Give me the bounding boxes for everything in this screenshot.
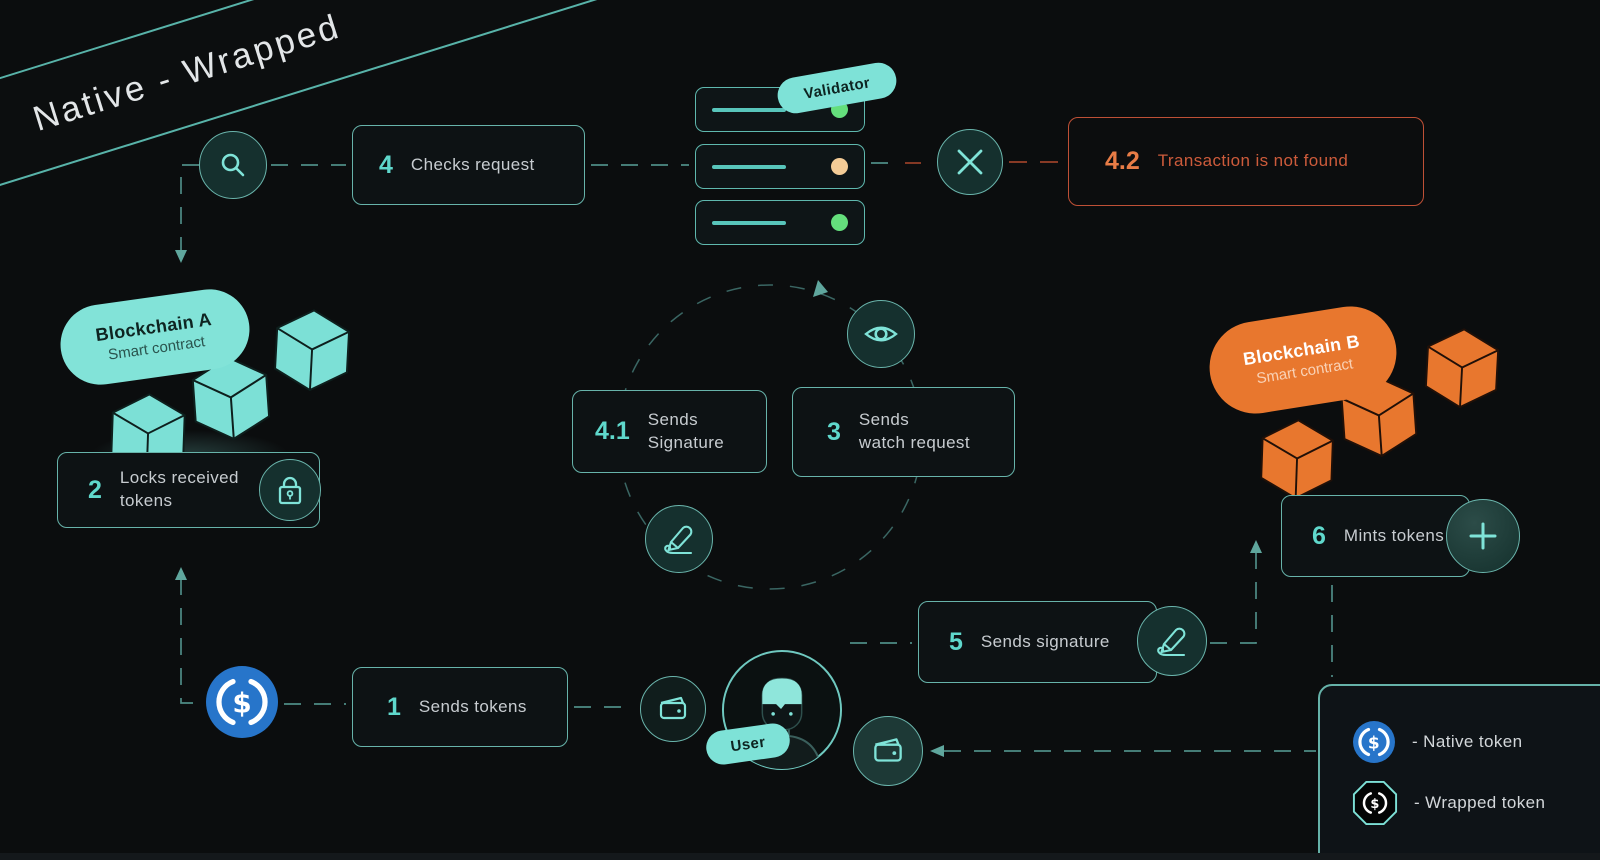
step-label: Sends watch request (858, 410, 970, 452)
legend-wrapped-label: - Wrapped token (1414, 793, 1546, 812)
step-4-1-box: 4.1 Sends Signature (572, 390, 767, 473)
step-label: Locks received tokens (119, 468, 239, 510)
step-number: 5 (949, 627, 963, 656)
status-dot (831, 214, 848, 231)
step-1-box: 1 Sends tokens (352, 667, 568, 747)
server-bar (712, 220, 786, 225)
pen-icon (645, 505, 713, 573)
step-label: Sends tokens (418, 696, 527, 716)
eye-icon (847, 300, 915, 368)
step-number: 2 (88, 475, 102, 504)
wrapped-token-icon (1352, 780, 1398, 826)
legend-wrapped-row: - Wrapped token (1352, 780, 1600, 826)
lock-icon (259, 459, 321, 521)
legend-native-row: - Native token (1352, 720, 1600, 764)
search-icon (199, 131, 267, 199)
step-number: 6 (1312, 521, 1326, 550)
step-4-box: 4 Checks request (352, 125, 585, 205)
status-dot (831, 158, 848, 175)
step-label: Mints tokens (1343, 525, 1445, 545)
validator-label: Validator (802, 73, 872, 103)
validator-server-row (695, 144, 865, 189)
step-number: 4.2 (1105, 147, 1140, 175)
step-number: 4.1 (595, 417, 630, 445)
step-number: 1 (387, 692, 401, 721)
legend-native-label: - Native token (1412, 732, 1523, 751)
step-number: 4 (379, 150, 393, 179)
step-number: 3 (827, 417, 841, 446)
arrowheads (175, 250, 1262, 757)
validator-server-row (695, 200, 865, 245)
step-3-box: 3 Sends watch request (792, 387, 1015, 477)
bottom-edge-strip (0, 853, 1600, 860)
step-6-box: 6 Mints tokens (1281, 495, 1470, 577)
wallet-icon (853, 716, 923, 786)
user-label: User (729, 733, 767, 755)
step-label: Transaction is not found (1157, 151, 1349, 171)
server-bar (712, 164, 786, 169)
plus-icon (1446, 499, 1520, 573)
step-label: Sends signature (980, 631, 1110, 651)
x-icon (937, 129, 1003, 195)
wallet-icon (640, 676, 706, 742)
cube-icon (1421, 325, 1503, 413)
cube-icon (1257, 417, 1338, 504)
step-label: Sends Signature (647, 409, 725, 452)
server-bar (712, 107, 786, 112)
token-legend: - Native token - Wrapped token (1318, 684, 1600, 860)
usdc-native-token-icon (206, 666, 278, 738)
pen-icon (1137, 606, 1207, 676)
usdc-native-token-icon (1352, 720, 1396, 764)
step-label: Checks request (410, 154, 535, 174)
cube-icon (270, 306, 354, 396)
step-4-2-box: 4.2 Transaction is not found (1068, 117, 1424, 206)
step-5-box: 5 Sends signature (918, 601, 1157, 683)
